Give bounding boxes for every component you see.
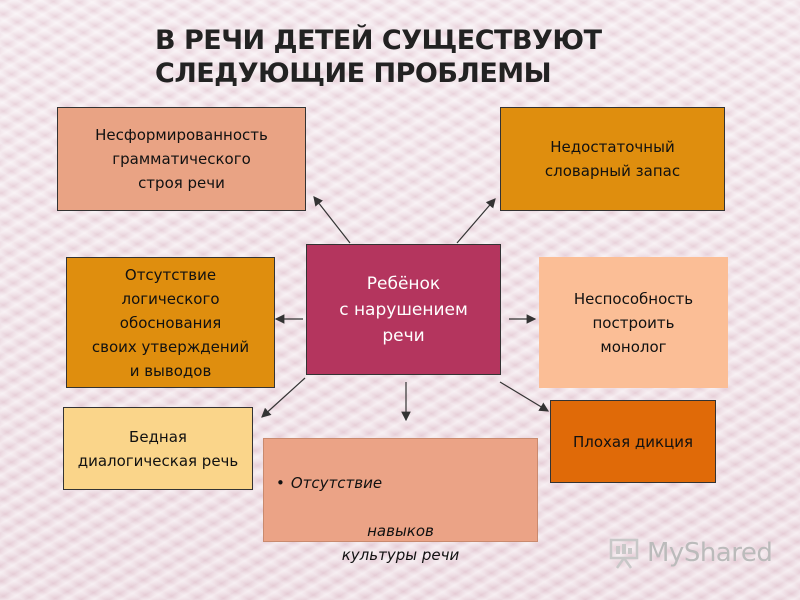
arrow-to-grammar (313, 196, 351, 244)
node-center: Ребёнок с нарушением речи (306, 244, 501, 375)
logo-text: MyShared (647, 538, 773, 568)
bullet-icon: • (276, 474, 285, 492)
page-title: В РЕЧИ ДЕТЕЙ СУЩЕСТВУЮТ СЛЕДУЮЩИЕ ПРОБЛЕ… (155, 25, 602, 89)
node-monologue: Неспособность построить монолог (539, 257, 728, 388)
arrow-to-vocabulary (456, 198, 496, 244)
arrow-to-diction (499, 381, 550, 412)
node-vocabulary: Недостаточный словарный запас (500, 107, 725, 211)
node-dialogue: Бедная диалогическая речь (63, 407, 253, 490)
culture-rest: навыков культуры речи (341, 522, 460, 564)
node-culture: • Отсутствие навыков культуры речи (263, 438, 538, 564)
node-grammar: Несформированность грамматического строя… (57, 107, 306, 211)
node-diction: Плохая дикция (550, 400, 716, 483)
presentation-board-icon (609, 538, 639, 569)
culture-line1: Отсутствие (290, 474, 383, 492)
node-logic: Отсутствие логического обоснования своих… (66, 257, 275, 388)
arrow-to-dialogue (261, 377, 306, 418)
watermark-logo: MyShared (607, 536, 773, 570)
culture-first-line: • Отсутствие (264, 471, 537, 495)
